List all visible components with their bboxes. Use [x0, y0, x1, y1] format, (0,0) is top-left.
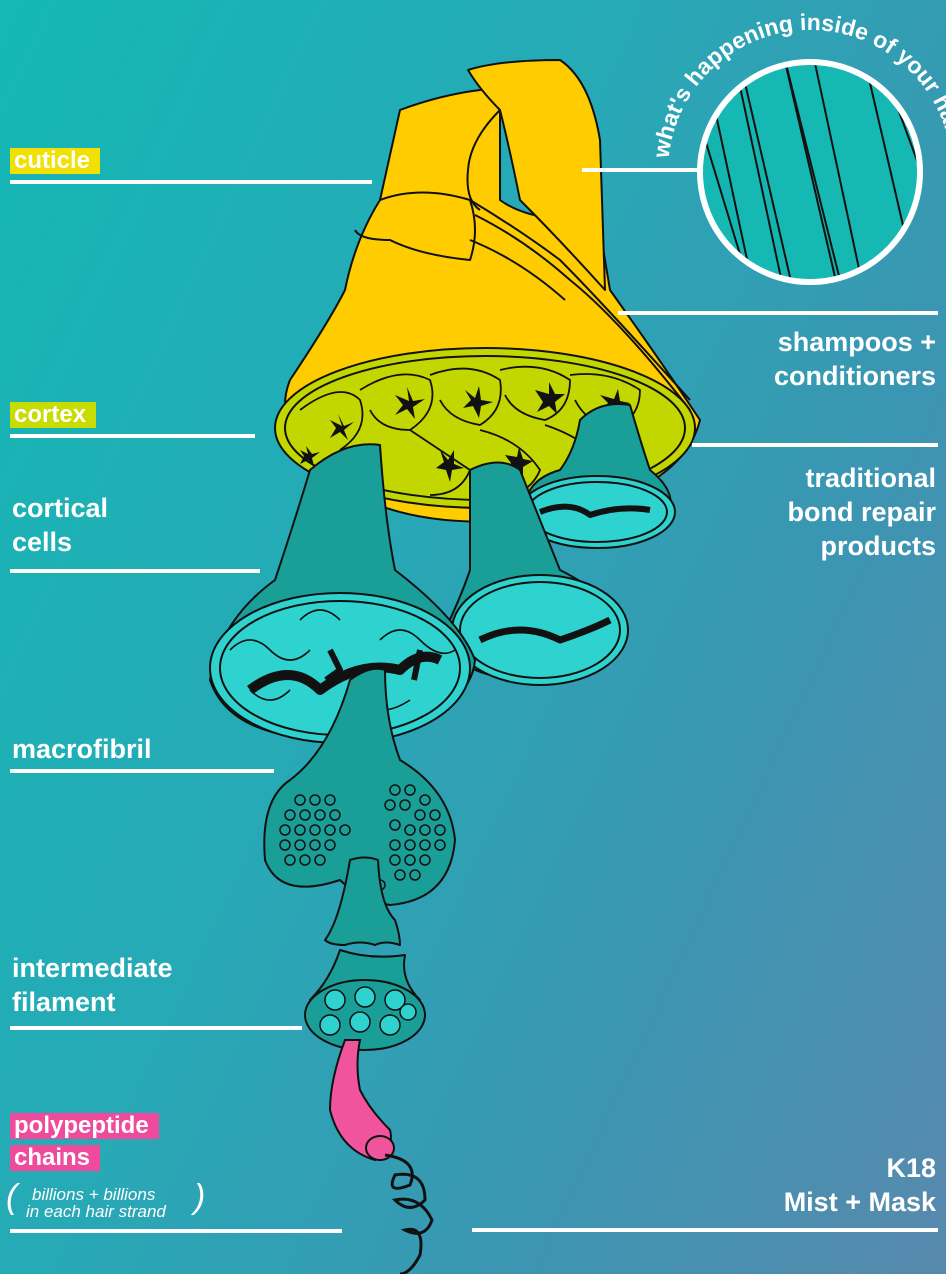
cortical-cells-label: cortical cells — [12, 492, 108, 560]
cortex-label: cortex — [10, 402, 96, 428]
traditional-line-1: traditional — [787, 462, 936, 496]
billions-note: billions + billions in each hair strand — [26, 1186, 166, 1220]
intermediate-filament-line-1: intermediate — [12, 952, 173, 986]
cortical-cells-line-2: cells — [12, 526, 108, 560]
traditional-label: traditional bond repair products — [787, 462, 936, 563]
intermediate-filament-label: intermediate filament — [12, 952, 173, 1020]
cortical-cells-line — [10, 569, 260, 573]
polypeptide-label-1: polypeptide — [10, 1113, 159, 1139]
shampoos-line-2: conditioners — [774, 360, 936, 394]
shampoos-line-1: shampoos + — [774, 326, 936, 360]
polypeptide-chain — [330, 1040, 432, 1274]
billions-note-line-1: billions + billions — [26, 1186, 166, 1203]
circle-pointer-line — [582, 168, 700, 172]
intermediate-filament — [305, 980, 425, 1050]
macrofibril-line — [10, 769, 274, 773]
macrofibril-label: macrofibril — [12, 733, 152, 767]
shampoos-label: shampoos + conditioners — [774, 326, 936, 394]
cortex-line — [10, 434, 255, 438]
k18-line-2: Mist + Mask — [784, 1186, 936, 1220]
note-open-paren: ( — [6, 1178, 17, 1217]
billions-note-line-2: in each hair strand — [26, 1203, 166, 1220]
k18-line — [472, 1228, 938, 1232]
note-close-paren: ) — [194, 1178, 205, 1217]
intermediate-filament-line — [10, 1026, 302, 1030]
traditional-line-2: bond repair — [787, 496, 936, 530]
traditional-line — [692, 443, 938, 447]
cuticle-label: cuticle — [10, 148, 100, 174]
k18-label: K18 Mist + Mask — [784, 1152, 936, 1220]
polypeptide-line — [10, 1229, 342, 1233]
k18-line-1: K18 — [784, 1152, 936, 1186]
intermediate-filament-line-2: filament — [12, 986, 173, 1020]
polypeptide-label-2: chains — [10, 1145, 100, 1171]
traditional-line-3: products — [787, 530, 936, 564]
cuticle-line — [10, 180, 372, 184]
shampoos-line — [618, 311, 938, 315]
cortical-cells-line-1: cortical — [12, 492, 108, 526]
hair-fibers-circle-icon: what's happening inside of your hair? — [647, 9, 946, 320]
